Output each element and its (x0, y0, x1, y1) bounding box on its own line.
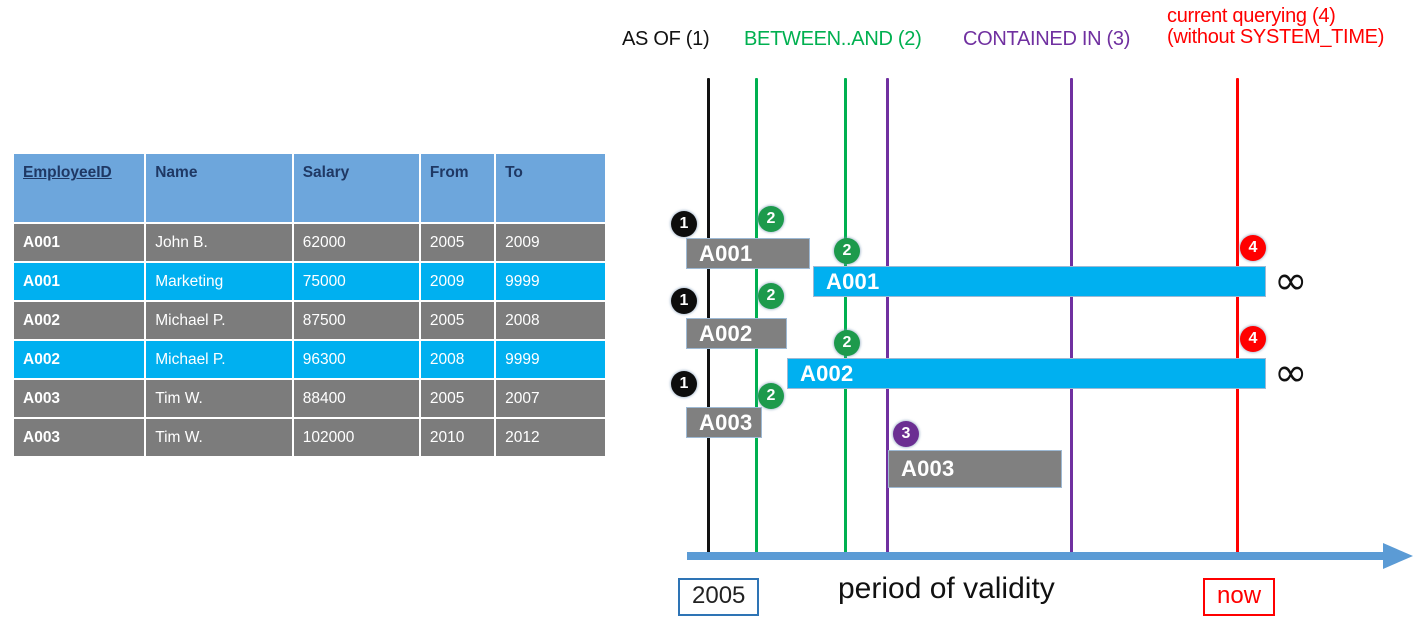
cell-employeeid: A001 (14, 224, 145, 261)
cell-from: 2005 (420, 380, 495, 417)
column-header-employeeid-text: EmployeeID (23, 164, 112, 181)
legend-between-and: BETWEEN..AND (2) (744, 28, 922, 50)
cell-name: Tim W. (146, 419, 292, 456)
cell-name: John B. (146, 224, 292, 261)
cell-to: 2008 (496, 302, 605, 339)
query-line-contained-start (886, 78, 889, 556)
cell-salary: 88400 (293, 380, 419, 417)
employee-temporal-table: EmployeeID Name Salary From To A001 John… (12, 152, 607, 458)
timeline-bar-a002-historic: A002 (686, 318, 787, 349)
cell-to: 2012 (496, 419, 605, 456)
cell-from: 2008 (420, 341, 495, 378)
cell-from: 2009 (420, 263, 495, 300)
badge-contained-in-a003: 3 (893, 421, 919, 447)
timeline-bar-a003-first: A003 (686, 407, 762, 438)
infinity-icon-a001: ∞ (1274, 258, 1308, 304)
timeline-bar-a001-current: A001 (813, 266, 1266, 297)
cell-salary: 87500 (293, 302, 419, 339)
legend-current-querying-line2: (without SYSTEM_TIME) (1167, 26, 1385, 48)
badge-between-a001-start: 2 (758, 206, 784, 232)
table-row: A001 John B. 62000 2005 2009 (14, 224, 605, 261)
cell-name: Marketing (146, 263, 292, 300)
badge-current-a001: 4 (1240, 235, 1266, 261)
axis-now-label: now (1203, 578, 1276, 616)
cell-salary: 102000 (293, 419, 419, 456)
cell-from: 2010 (420, 419, 495, 456)
cell-from: 2005 (420, 224, 495, 261)
cell-employeeid: A001 (14, 263, 145, 300)
table-row: A003 Tim W. 102000 2010 2012 (14, 419, 605, 456)
column-header-to: To (496, 154, 605, 222)
timeline-axis (687, 552, 1387, 560)
axis-start-label: 2005 (678, 578, 760, 616)
query-line-now (1236, 78, 1239, 556)
legend-current-querying: current querying (4) (without SYSTEM_TIM… (1167, 6, 1384, 48)
cell-employeeid: A003 (14, 419, 145, 456)
cell-from: 2005 (420, 302, 495, 339)
cell-salary: 75000 (293, 263, 419, 300)
legend-current-querying-line1: current querying (4) (1167, 5, 1336, 27)
column-header-from: From (420, 154, 495, 222)
column-header-employeeid: EmployeeID (14, 154, 145, 222)
badge-between-a001-end: 2 (834, 238, 860, 264)
table-row: A002 Michael P. 87500 2005 2008 (14, 302, 605, 339)
cell-salary: 62000 (293, 224, 419, 261)
table-row: A002 Michael P. 96300 2008 9999 (14, 341, 605, 378)
timeline-bar-a003-second: A003 (888, 450, 1062, 488)
query-line-between-start (755, 78, 758, 556)
timeline-bar-a001-historic: A001 (686, 238, 810, 269)
cell-to: 9999 (496, 341, 605, 378)
cell-name: Tim W. (146, 380, 292, 417)
cell-employeeid: A003 (14, 380, 145, 417)
table-row: A001 Marketing 75000 2009 9999 (14, 263, 605, 300)
timeline-axis-arrow-icon (1383, 543, 1413, 569)
query-line-between-end (844, 78, 847, 556)
badge-current-a002: 4 (1240, 326, 1266, 352)
column-header-name: Name (146, 154, 292, 222)
badge-between-a002-end: 2 (834, 330, 860, 356)
legend-as-of: AS OF (1) (622, 28, 710, 50)
cell-to: 2007 (496, 380, 605, 417)
badge-between-a002-start: 2 (758, 283, 784, 309)
badge-as-of-a002: 1 (671, 288, 697, 314)
axis-caption: period of validity (838, 572, 1055, 605)
table-row: A003 Tim W. 88400 2005 2007 (14, 380, 605, 417)
legend-contained-in: CONTAINED IN (3) (963, 28, 1131, 50)
timeline-bar-a002-current: A002 (787, 358, 1266, 389)
cell-name: Michael P. (146, 341, 292, 378)
column-header-salary: Salary (293, 154, 419, 222)
cell-name: Michael P. (146, 302, 292, 339)
cell-employeeid: A002 (14, 341, 145, 378)
table-header-row: EmployeeID Name Salary From To (14, 154, 605, 222)
badge-as-of-a003: 1 (671, 371, 697, 397)
cell-to: 9999 (496, 263, 605, 300)
badge-between-a003: 2 (758, 383, 784, 409)
badge-as-of-a001: 1 (671, 211, 697, 237)
infinity-icon-a002: ∞ (1274, 350, 1308, 396)
cell-employeeid: A002 (14, 302, 145, 339)
cell-to: 2009 (496, 224, 605, 261)
query-line-as-of (707, 78, 710, 556)
query-line-contained-end (1070, 78, 1073, 556)
cell-salary: 96300 (293, 341, 419, 378)
